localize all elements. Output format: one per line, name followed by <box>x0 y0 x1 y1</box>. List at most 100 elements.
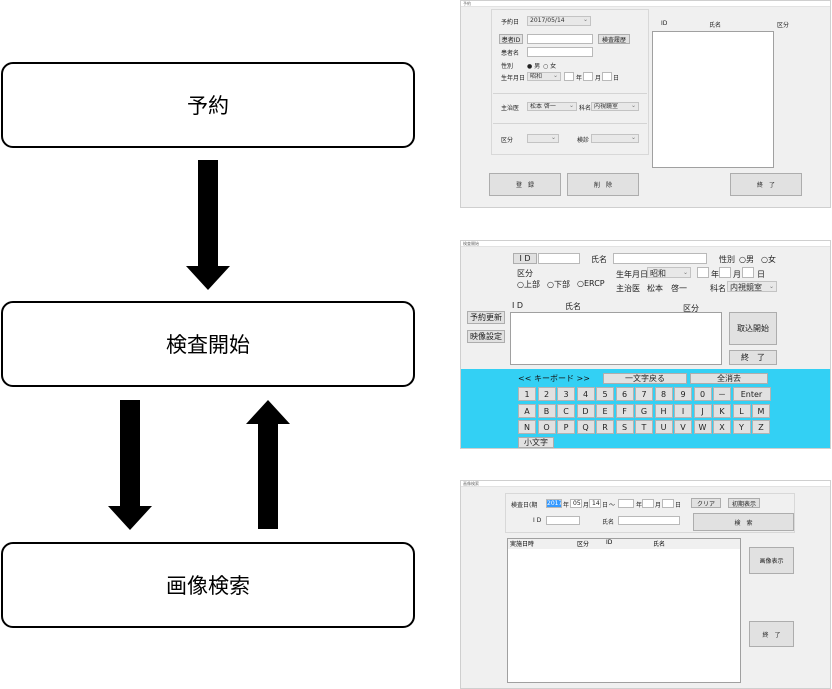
key-0[interactable]: 0 <box>693 387 712 401</box>
sex-male-radio[interactable]: ● 男 <box>527 63 541 70</box>
key-o[interactable]: O <box>537 420 556 434</box>
backspace-button[interactable]: 一文字戻る <box>603 373 687 384</box>
flow-step-reservation-label: 予約 <box>187 94 229 118</box>
id-input[interactable] <box>546 516 580 525</box>
birth-year-input[interactable] <box>697 267 709 278</box>
dept-select[interactable]: 内視鏡室 <box>591 102 639 111</box>
to-month-input[interactable] <box>642 499 654 508</box>
key-6[interactable]: 6 <box>615 387 634 401</box>
key-9[interactable]: 9 <box>674 387 692 401</box>
key-g[interactable]: G <box>635 404 653 418</box>
from-month-input[interactable]: 05 <box>570 499 582 508</box>
radio-ercp[interactable]: ○ERCP <box>577 279 605 288</box>
key-minus[interactable]: － <box>713 387 731 401</box>
birth-era-select[interactable]: 昭和 <box>527 72 561 81</box>
patient-id-input[interactable] <box>527 34 593 44</box>
key-q[interactable]: Q <box>576 420 595 434</box>
exit-button[interactable]: 終 了 <box>749 621 794 647</box>
sex-male-radio[interactable]: ○男 <box>739 255 754 264</box>
list-header-category: 区分 <box>777 22 790 29</box>
exit-button[interactable]: 終 了 <box>729 350 777 365</box>
key-3[interactable]: 3 <box>557 387 575 401</box>
key-r[interactable]: R <box>596 420 614 434</box>
range-tilde: ～ <box>609 502 616 509</box>
search-button[interactable]: 検 索 <box>693 513 794 531</box>
exit-button[interactable]: 終 了 <box>730 173 802 196</box>
key-5[interactable]: 5 <box>596 387 614 401</box>
arrow-up-head <box>246 400 290 424</box>
delete-button[interactable]: 削 除 <box>567 173 639 196</box>
key-1[interactable]: 1 <box>518 387 536 401</box>
patient-name-input[interactable] <box>527 47 593 57</box>
key-b[interactable]: B <box>537 404 556 418</box>
key-7[interactable]: 7 <box>635 387 653 401</box>
image-display-button[interactable]: 画像表示 <box>749 547 794 574</box>
key-d[interactable]: D <box>576 404 595 418</box>
key-enter[interactable]: Enter <box>732 387 771 401</box>
name-input[interactable] <box>618 516 680 525</box>
key-f[interactable]: F <box>615 404 634 418</box>
category-select[interactable] <box>527 134 559 143</box>
sex-female-radio[interactable]: ○ 女 <box>543 63 557 70</box>
dept-label: 科名 <box>579 105 592 112</box>
sex-female-radio[interactable]: ○女 <box>761 255 776 264</box>
reservation-update-button[interactable]: 予約更新 <box>467 311 505 324</box>
key-z[interactable]: Z <box>752 420 770 434</box>
birth-day-input[interactable] <box>742 267 754 278</box>
birth-month-input[interactable] <box>583 72 593 81</box>
to-year-input[interactable] <box>618 499 634 508</box>
lowercase-button[interactable]: 小文字 <box>518 437 554 448</box>
dept-select[interactable]: 内視鏡室 <box>727 281 777 292</box>
key-4[interactable]: 4 <box>576 387 595 401</box>
key-e[interactable]: E <box>596 404 614 418</box>
id-input[interactable] <box>538 253 580 264</box>
exam-select[interactable] <box>591 134 639 143</box>
patient-name-label: 患者名 <box>501 50 520 57</box>
key-8[interactable]: 8 <box>654 387 673 401</box>
patient-id-button[interactable]: 患者ID <box>499 34 523 44</box>
birth-year-input[interactable] <box>564 72 574 81</box>
key-v[interactable]: V <box>674 420 692 434</box>
key-p[interactable]: P <box>557 420 575 434</box>
clear-button[interactable]: クリア <box>691 498 721 508</box>
birth-era-select[interactable]: 昭和 <box>647 267 691 278</box>
radio-upper[interactable]: ○上部 <box>517 280 540 289</box>
doctor-select[interactable]: 松本 啓一 <box>527 102 577 111</box>
key-n[interactable]: N <box>518 420 536 434</box>
key-j[interactable]: J <box>693 404 712 418</box>
birth-month-input[interactable] <box>719 267 731 278</box>
key-x[interactable]: X <box>713 420 731 434</box>
from-day-input[interactable]: 14 <box>589 499 601 508</box>
image-list[interactable] <box>507 538 741 683</box>
key-y[interactable]: Y <box>732 420 751 434</box>
to-day-input[interactable] <box>662 499 674 508</box>
key-h[interactable]: H <box>654 404 673 418</box>
key-m[interactable]: M <box>752 404 770 418</box>
exam-history-button[interactable]: 検査履歴 <box>598 34 630 44</box>
key-w[interactable]: W <box>693 420 712 434</box>
key-i[interactable]: I <box>674 404 692 418</box>
initial-display-button[interactable]: 初期表示 <box>728 498 760 508</box>
search-criteria-panel <box>505 493 795 533</box>
video-settings-button[interactable]: 映像設定 <box>467 330 505 343</box>
key-c[interactable]: C <box>557 404 575 418</box>
id-button[interactable]: I D <box>513 253 537 264</box>
key-u[interactable]: U <box>654 420 673 434</box>
key-l[interactable]: L <box>732 404 751 418</box>
reservation-list[interactable] <box>652 31 774 168</box>
from-year-input[interactable]: 2017 <box>546 499 562 508</box>
radio-lower[interactable]: ○下部 <box>547 280 570 289</box>
name-input[interactable] <box>613 253 707 264</box>
register-button[interactable]: 登 録 <box>489 173 561 196</box>
key-k[interactable]: K <box>713 404 731 418</box>
key-s[interactable]: S <box>615 420 634 434</box>
key-t[interactable]: T <box>635 420 653 434</box>
reservation-date-picker[interactable]: 2017/05/14 <box>527 16 591 26</box>
key-a[interactable]: A <box>518 404 536 418</box>
exam-list[interactable] <box>510 312 722 365</box>
key-2[interactable]: 2 <box>537 387 556 401</box>
clear-all-button[interactable]: 全消去 <box>690 373 768 384</box>
capture-start-button[interactable]: 取込開始 <box>729 312 777 345</box>
birth-day-input[interactable] <box>602 72 612 81</box>
